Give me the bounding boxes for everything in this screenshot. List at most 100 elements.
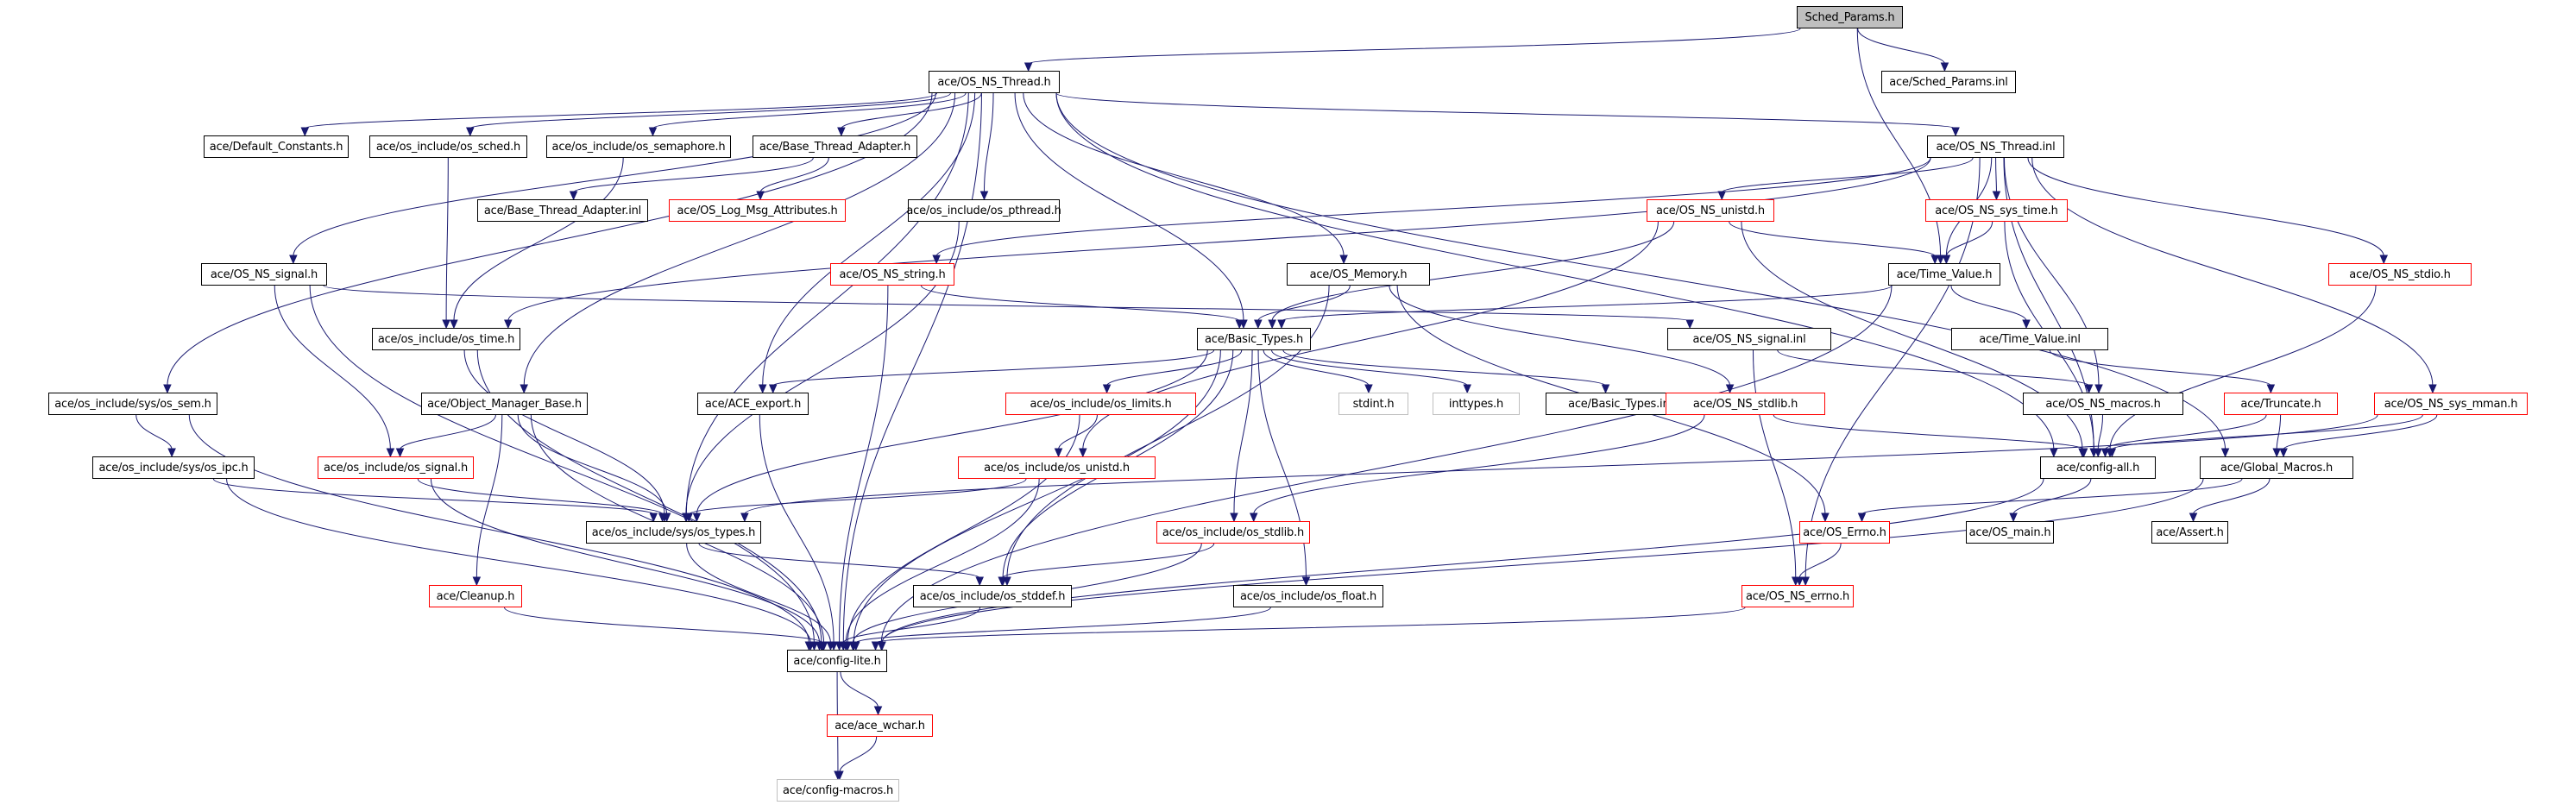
node-label: ace/os_include/os_float.h bbox=[1239, 589, 1376, 603]
node-os-pthread-h[interactable]: ace/os_include/os_pthread.h bbox=[906, 199, 1061, 222]
node-os-errno-h[interactable]: ace/OS_Errno.h bbox=[1799, 521, 1890, 544]
node-os-ns-thread-inl[interactable]: ace/OS_NS_Thread.inl bbox=[1927, 135, 2064, 158]
arrowhead-icon bbox=[684, 513, 694, 523]
edge-os-ns-string-h-to-config-lite-h bbox=[839, 285, 889, 644]
node-cleanup-h[interactable]: ace/Cleanup.h bbox=[429, 585, 522, 607]
node-label: stdint.h bbox=[1352, 397, 1395, 411]
edge-basic-types-h-to-os-limits-h bbox=[1106, 349, 1243, 387]
node-label: ace/Global_Macros.h bbox=[2220, 461, 2334, 475]
node-label: ace/OS_Memory.h bbox=[1309, 267, 1408, 281]
edge-base-thread-adapter-h-to-os-log-msg-attributes-h bbox=[759, 157, 829, 193]
edge-config-all-h-to-os-main-h bbox=[2012, 478, 2092, 515]
edge-os-ns-thread-inl-to-os-ns-sys-mman-h bbox=[2031, 157, 2434, 387]
node-os-float-h[interactable]: ace/os_include/os_float.h bbox=[1233, 585, 1383, 607]
edge-os-limits-h-to-os-unistd-h bbox=[1058, 414, 1098, 450]
node-label: ace/OS_NS_stdlib.h bbox=[1692, 397, 1798, 411]
edge-global-macros-h-to-assert-h bbox=[2193, 478, 2271, 515]
node-label: ace/os_include/os_sched.h bbox=[375, 140, 521, 154]
node-label: ace/OS_main.h bbox=[1968, 525, 2051, 539]
node-os-signal-h[interactable]: ace/os_include/os_signal.h bbox=[318, 456, 474, 479]
node-label: ace/os_include/sys/os_ipc.h bbox=[98, 461, 249, 475]
node-os-ipc-h[interactable]: ace/os_include/sys/os_ipc.h bbox=[92, 456, 255, 479]
edge-os-float-h-to-config-lite-h bbox=[855, 607, 1271, 644]
node-sched-params-inl[interactable]: ace/Sched_Params.inl bbox=[1881, 71, 2016, 93]
node-os-time-h[interactable]: ace/os_include/os_time.h bbox=[372, 328, 520, 350]
edge-os-ns-thread-h-to-config-lite-h bbox=[842, 92, 982, 644]
node-label: ace/os_include/os_stdlib.h bbox=[1162, 525, 1305, 539]
edge-os-ipc-h-to-config-lite-h bbox=[226, 478, 811, 644]
node-os-ns-unistd-h[interactable]: ace/OS_NS_unistd.h bbox=[1647, 199, 1774, 222]
node-label: ace/Basic_Types.h bbox=[1204, 332, 1303, 346]
node-os-ns-signal-h[interactable]: ace/OS_NS_signal.h bbox=[201, 263, 327, 286]
node-label: ace/ACE_export.h bbox=[704, 397, 802, 411]
node-config-lite-h[interactable]: ace/config-lite.h bbox=[787, 650, 887, 672]
node-basic-types-h[interactable]: ace/Basic_Types.h bbox=[1197, 328, 1311, 350]
node-time-value-h[interactable]: ace/Time_Value.h bbox=[1888, 263, 2000, 286]
node-ace-export-h[interactable]: ace/ACE_export.h bbox=[697, 393, 809, 415]
node-label: ace/OS_NS_signal.h bbox=[210, 267, 318, 281]
node-os-ns-thread-h[interactable]: ace/OS_NS_Thread.h bbox=[929, 71, 1060, 93]
node-os-ns-stdio-h[interactable]: ace/OS_NS_stdio.h bbox=[2328, 263, 2472, 286]
edge-time-value-h-to-time-value-inl bbox=[1950, 285, 2027, 322]
node-os-main-h[interactable]: ace/OS_main.h bbox=[1966, 521, 2054, 544]
edge-os-ns-thread-h-to-global-macros-h bbox=[1055, 92, 2226, 450]
node-object-manager-base-h[interactable]: ace/Object_Manager_Base.h bbox=[421, 393, 588, 415]
node-os-memory-h[interactable]: ace/OS_Memory.h bbox=[1287, 263, 1430, 286]
arrowhead-icon bbox=[692, 513, 702, 523]
node-sched-params-h: Sched_Params.h bbox=[1797, 6, 1903, 28]
edge-global-macros-h-to-os-errno-h bbox=[1861, 478, 2243, 515]
node-os-stdlib-h[interactable]: ace/os_include/os_stdlib.h bbox=[1156, 521, 1310, 544]
node-os-log-msg-attributes-h[interactable]: ace/OS_Log_Msg_Attributes.h bbox=[669, 199, 846, 222]
node-label: ace/OS_NS_stdio.h bbox=[2349, 267, 2451, 281]
node-os-ns-stdlib-h[interactable]: ace/OS_NS_stdlib.h bbox=[1666, 393, 1825, 415]
node-truncate-h[interactable]: ace/Truncate.h bbox=[2224, 393, 2338, 415]
edge-os-ns-signal-h-to-os-ns-signal-inl bbox=[323, 285, 1691, 322]
edge-os-ns-sys-mman-h-to-os-types-h bbox=[744, 414, 2378, 515]
arrowhead-icon bbox=[1102, 384, 1112, 394]
node-os-ns-sys-mman-h[interactable]: ace/OS_NS_sys_mman.h bbox=[2374, 393, 2528, 415]
arrowhead-icon bbox=[1235, 319, 1244, 330]
node-os-ns-string-h[interactable]: ace/OS_NS_string.h bbox=[830, 263, 954, 286]
node-ace-wchar-h[interactable]: ace/ace_wchar.h bbox=[827, 714, 933, 737]
edge-time-value-h-to-basic-types-h bbox=[1281, 285, 1893, 322]
arrowhead-icon bbox=[2379, 255, 2389, 265]
node-base-thread-adapter-h[interactable]: ace/Base_Thread_Adapter.h bbox=[753, 135, 917, 158]
node-os-sem-h[interactable]: ace/os_include/sys/os_sem.h bbox=[48, 393, 217, 415]
edge-os-semaphore-h-to-os-time-h bbox=[453, 157, 624, 322]
node-os-unistd-h[interactable]: ace/os_include/os_unistd.h bbox=[958, 456, 1156, 479]
node-os-limits-h[interactable]: ace/os_include/os_limits.h bbox=[1005, 393, 1196, 415]
arrowhead-icon bbox=[2107, 448, 2117, 458]
edge-os-stddef-h-to-config-lite-h bbox=[842, 607, 981, 644]
node-config-all-h[interactable]: ace/config-all.h bbox=[2040, 456, 2156, 479]
node-time-value-inl[interactable]: ace/Time_Value.inl bbox=[1951, 328, 2108, 350]
arrowhead-icon bbox=[289, 255, 298, 265]
edge-os-ns-thread-inl-to-os-ns-unistd-h bbox=[1721, 157, 1974, 193]
node-label: ace/config-macros.h bbox=[782, 783, 894, 797]
node-os-types-h[interactable]: ace/os_include/sys/os_types.h bbox=[586, 521, 761, 544]
node-global-macros-h[interactable]: ace/Global_Macros.h bbox=[2200, 456, 2353, 479]
edge-object-manager-base-h-to-cleanup-h bbox=[476, 414, 503, 579]
node-os-ns-signal-inl[interactable]: ace/OS_NS_signal.inl bbox=[1667, 328, 1831, 350]
edge-os-ns-thread-h-to-os-semaphore-h bbox=[652, 92, 967, 129]
node-label: ace/os_include/os_stddef.h bbox=[919, 589, 1066, 603]
node-assert-h[interactable]: ace/Assert.h bbox=[2151, 521, 2228, 544]
edge-os-ns-thread-h-to-object-manager-base-h bbox=[523, 92, 956, 387]
node-inttypes-h: inttypes.h bbox=[1433, 393, 1520, 415]
node-default-constants-h[interactable]: ace/Default_Constants.h bbox=[204, 135, 349, 158]
arrowhead-icon bbox=[2100, 448, 2110, 458]
node-label: ace/os_include/os_semaphore.h bbox=[551, 140, 726, 154]
node-os-ns-sys-time-h[interactable]: ace/OS_NS_sys_time.h bbox=[1925, 199, 2068, 222]
node-label: ace/OS_Errno.h bbox=[1803, 525, 1886, 539]
arrowhead-icon bbox=[2079, 448, 2088, 458]
node-label: ace/Object_Manager_Base.h bbox=[427, 397, 582, 411]
node-os-stddef-h[interactable]: ace/os_include/os_stddef.h bbox=[913, 585, 1072, 607]
edge-os-limits-h-to-config-lite-h bbox=[847, 414, 1080, 644]
node-os-ns-macros-h[interactable]: ace/OS_NS_macros.h bbox=[2023, 393, 2183, 415]
arrowhead-icon bbox=[167, 448, 176, 458]
node-base-thread-adapter-inl[interactable]: ace/Base_Thread_Adapter.inl bbox=[477, 199, 648, 222]
node-os-ns-errno-h[interactable]: ace/OS_NS_errno.h bbox=[1741, 585, 1854, 607]
node-os-semaphore-h[interactable]: ace/os_include/os_semaphore.h bbox=[546, 135, 731, 158]
arrowhead-icon bbox=[839, 641, 847, 651]
node-os-sched-h[interactable]: ace/os_include/os_sched.h bbox=[369, 135, 527, 158]
